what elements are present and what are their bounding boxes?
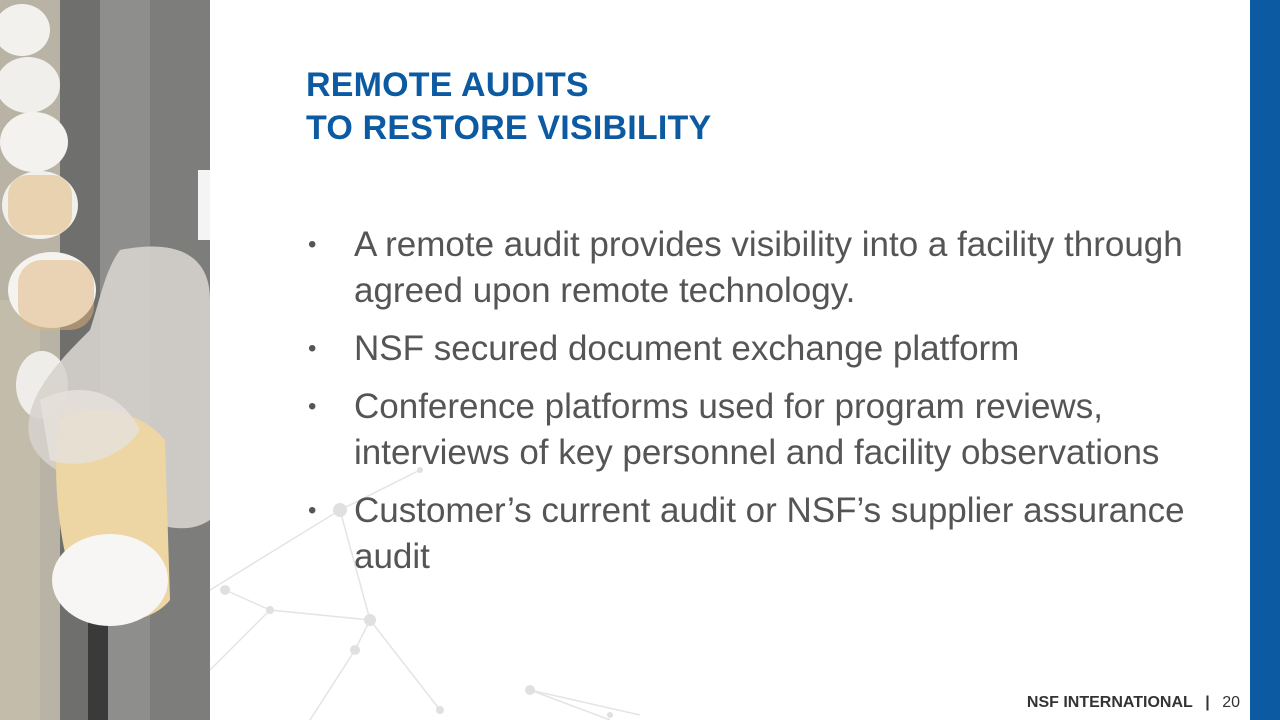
bullet-text: Customer’s current audit or NSF’s suppli… — [354, 491, 1185, 576]
ice-cream-cone-production-photo — [0, 0, 210, 720]
slide-footer: NSF INTERNATIONAL | 20 — [1027, 694, 1240, 712]
bullet-icon: • — [308, 231, 317, 258]
footer-separator: | — [1205, 694, 1210, 711]
bullet-list: • A remote audit provides visibility int… — [306, 222, 1206, 592]
bullet-icon: • — [308, 335, 317, 362]
page-number: 20 — [1222, 694, 1240, 711]
slide-title-line: TO RESTORE VISIBILITY — [306, 109, 712, 147]
bullet-item: • A remote audit provides visibility int… — [306, 222, 1206, 314]
bullet-text: NSF secured document exchange platform — [354, 329, 1020, 368]
bullet-icon: • — [308, 497, 317, 524]
bullet-text: Conference platforms used for program re… — [354, 387, 1160, 472]
accent-bar — [1250, 0, 1280, 720]
bullet-icon: • — [308, 393, 317, 420]
bullet-item: • Conference platforms used for program … — [306, 384, 1206, 476]
slide-title: REMOTE AUDITS TO RESTORE VISIBILITY — [306, 64, 711, 150]
bullet-text: A remote audit provides visibility into … — [354, 225, 1183, 310]
network-nodes-graphic — [210, 467, 641, 720]
slide-title-line: REMOTE AUDITS — [306, 66, 589, 104]
bullet-item: • Customer’s current audit or NSF’s supp… — [306, 488, 1206, 580]
footer-organization: NSF INTERNATIONAL — [1026, 694, 1193, 711]
bullet-item: • NSF secured document exchange platform — [306, 326, 1206, 372]
